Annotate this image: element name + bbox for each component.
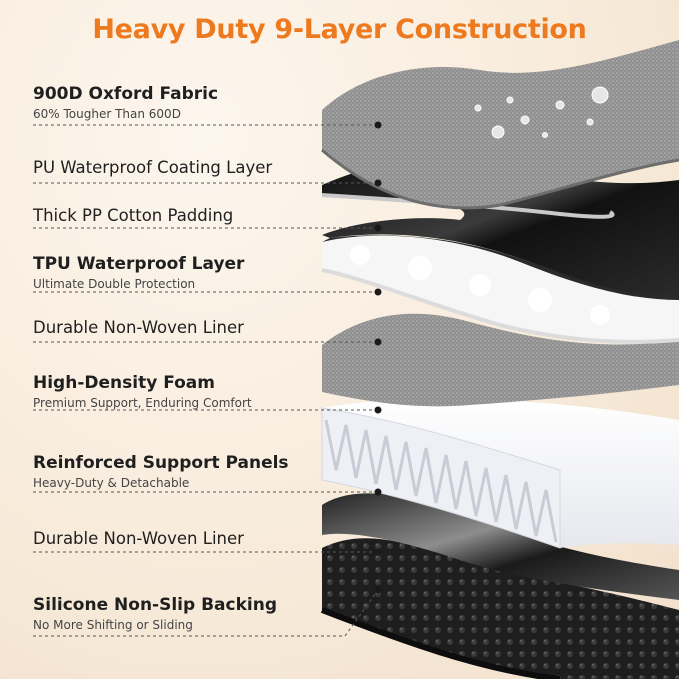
- page-title: Heavy Duty 9-Layer Construction: [92, 14, 587, 45]
- layer-desc: Heavy-Duty & Detachable: [33, 476, 190, 490]
- layer-name: 900D Oxford Fabric: [33, 84, 219, 104]
- layer-label-cotton: Thick PP Cotton Padding: [33, 206, 233, 225]
- layer-label-oxford: 900D Oxford Fabric 60% Tougher Than 600D: [33, 84, 218, 121]
- layer-silicone-backing: [320, 538, 679, 679]
- layer-name: High-Density Foam: [33, 373, 215, 393]
- layer-nonwoven-liner-upper: [322, 313, 679, 407]
- layer-desc: 60% Tougher Than 600D: [33, 107, 181, 121]
- layer-name: PU Waterproof Coating Layer: [33, 158, 273, 177]
- layer-foam-panels: [321, 398, 679, 549]
- layer-name: Silicone Non-Slip Backing: [33, 595, 277, 615]
- leader-lines: [33, 124, 379, 637]
- layer-name: Durable Non-Woven Liner: [33, 529, 244, 548]
- layer-oxford-fabric: [321, 40, 679, 210]
- layer-label-silicone: Silicone Non-Slip Backing No More Shifti…: [33, 595, 277, 632]
- layer-label-panels: Reinforced Support Panels Heavy-Duty & D…: [33, 453, 289, 490]
- layer-desc: Ultimate Double Protection: [33, 277, 196, 291]
- layer-label-nonwoven-lower: Durable Non-Woven Liner: [33, 529, 244, 548]
- layer-name: TPU Waterproof Layer: [33, 254, 245, 274]
- leader-dots: [374, 121, 382, 594]
- layer-label-foam: High-Density Foam Premium Support, Endur…: [33, 373, 252, 410]
- layer-label-tpu: TPU Waterproof Layer Ultimate Double Pro…: [33, 254, 244, 291]
- layer-name: Reinforced Support Panels: [33, 453, 289, 473]
- layer-nonwoven-liner-lower: [322, 493, 679, 600]
- layer-desc: Premium Support, Enduring Comfort: [33, 396, 252, 410]
- layer-label-nonwoven-upper: Durable Non-Woven Liner: [33, 318, 244, 337]
- layer-cotton-padding: [321, 235, 679, 344]
- layer-name: Thick PP Cotton Padding: [33, 206, 234, 225]
- layer-tpu: [322, 235, 679, 300]
- layer-desc: No More Shifting or Sliding: [33, 618, 193, 632]
- layer-label-pu: PU Waterproof Coating Layer: [33, 158, 272, 177]
- water-droplets: [474, 86, 609, 139]
- layer-name: Durable Non-Woven Liner: [33, 318, 244, 337]
